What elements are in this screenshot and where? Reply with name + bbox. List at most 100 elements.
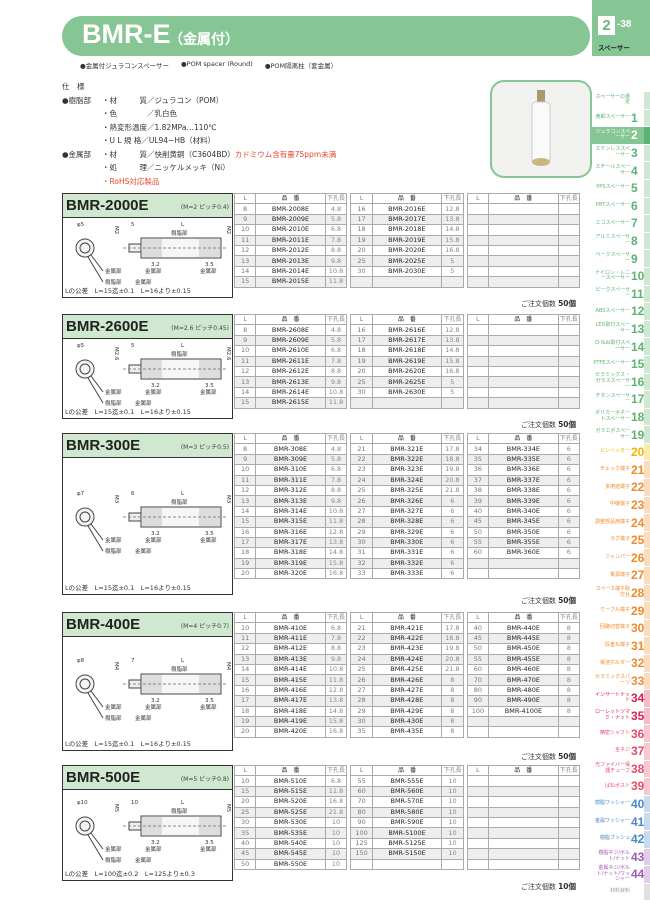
- length-cell: [466, 334, 489, 347]
- hole-depth-cell: [557, 224, 580, 236]
- length-cell: 21: [350, 443, 373, 455]
- length-cell: 8: [233, 443, 257, 455]
- sidebar-item-label: PBTスペーサー: [595, 202, 630, 209]
- length-cell: 29: [350, 705, 373, 717]
- hole-depth-cell: 10: [441, 816, 464, 829]
- part-number-cell: BMR-338E: [488, 484, 559, 497]
- resin-part-label: 樹脂部: [171, 350, 188, 358]
- metal-insert-left: [142, 360, 162, 379]
- table-row: [350, 397, 464, 409]
- part-number-cell: BMR-2012E: [255, 244, 326, 257]
- hole-depth-cell: 6: [440, 516, 464, 528]
- sidebar-item[interactable]: スペーサーの選定: [592, 92, 650, 110]
- hole-depth-cell: 11.8: [324, 516, 348, 528]
- column-header: 品 番: [371, 313, 442, 326]
- series-name: BMR-400E: [66, 616, 141, 633]
- sidebar-item-number: 32: [631, 656, 645, 671]
- table-row: [466, 785, 580, 798]
- hole-depth-cell: 5.8: [324, 453, 348, 466]
- spec-group: [62, 121, 102, 135]
- length-cell: [466, 726, 490, 738]
- part-number-cell: BMR-2015E: [255, 276, 326, 288]
- section-number: 2: [598, 16, 615, 35]
- thread-label-right: M4: [225, 662, 231, 671]
- sidebar-color-tab: [644, 567, 650, 584]
- hole-depth-cell: 7.8: [324, 234, 348, 246]
- hole-depth-cell: 8: [557, 695, 580, 707]
- leader-1: [90, 832, 104, 850]
- sidebar-item-number: 11: [631, 286, 644, 301]
- length-cell: 25: [350, 484, 373, 497]
- hole-depth-cell: 14.8: [324, 705, 348, 717]
- metal-insert-left: [142, 507, 162, 526]
- sidebar-item-number: 42: [631, 832, 645, 847]
- sidebar-item-number: 16: [631, 374, 645, 389]
- sidebar-color-tab: [644, 866, 650, 883]
- sidebar-item-number: 19: [631, 427, 645, 442]
- sidebar-item[interactable]: 材料資料: [592, 883, 650, 902]
- leader-2: [87, 525, 104, 552]
- length-cell: [466, 345, 489, 357]
- part-number-cell: [487, 837, 559, 850]
- length-cell: 10: [233, 224, 257, 236]
- length-cell: 34: [466, 443, 490, 455]
- table-row: [350, 276, 464, 288]
- length-label: L: [181, 658, 185, 664]
- hole-depth-cell: 10: [441, 775, 464, 787]
- part-number-cell: BMR-425E: [371, 663, 442, 676]
- part-number-cell: [487, 255, 559, 267]
- part-number-cell: BMR-319E: [255, 557, 326, 570]
- hole-depth-cell: 5: [440, 376, 464, 388]
- hole-depth-cell: [557, 334, 580, 347]
